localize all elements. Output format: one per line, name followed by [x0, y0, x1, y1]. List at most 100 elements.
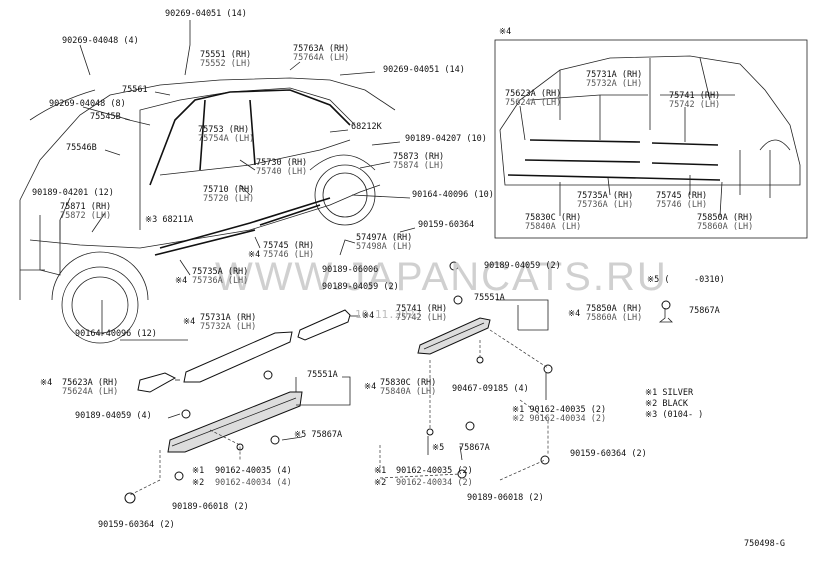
part-label: 75850A (RH) — [586, 304, 642, 314]
part-label: 75732A (LH) — [200, 322, 256, 332]
part-label: 75740 (LH) — [256, 167, 307, 177]
part-label: ※2 90162-40034 (2) — [512, 414, 606, 424]
part-label: 75731A (RH) — [586, 70, 642, 80]
part-label: 75545B — [90, 112, 121, 122]
part-label: 75753 (RH) — [198, 125, 249, 135]
part-label: ※2 — [192, 478, 204, 488]
part-label: 90189-06006 — [322, 265, 378, 275]
part-label: 90189-04059 (4) — [75, 411, 152, 421]
part-label: 75551A — [474, 293, 505, 303]
part-label: ※4 — [183, 317, 195, 327]
part-label: 75840A (LH) — [380, 387, 436, 397]
part-label: 90164-40096 (12) — [75, 329, 157, 339]
part-label: 75732A (LH) — [586, 79, 642, 89]
part-label: 75874 (LH) — [393, 161, 444, 171]
part-label: 75860A (LH) — [586, 313, 642, 323]
part-label: ※1 90162-40035 (2) — [512, 405, 606, 415]
part-label: 75867A — [459, 443, 490, 453]
part-label: 90189-04207 (10) — [405, 134, 487, 144]
part-label: 75764A (LH) — [293, 53, 349, 63]
part-label: ※4 — [248, 250, 260, 260]
part-label: 75746 (LH) — [656, 200, 707, 210]
part-label: 68212K — [351, 122, 383, 132]
part-label: 90189-04059 (2) — [322, 282, 399, 292]
part-label: ※4 — [568, 309, 580, 319]
part-label: 90269-04048 (4) — [62, 36, 139, 46]
timestamp: 10.11.2023 — [355, 308, 421, 321]
part-label: 90162-40034 (4) — [215, 478, 292, 488]
upper-leaders — [59, 20, 416, 276]
part-label: 75741 (RH) — [669, 91, 720, 101]
part-label: 75735A (RH) — [192, 267, 248, 277]
part-label: 57497A (RH) — [356, 233, 412, 243]
part-label: ※4 — [40, 378, 52, 388]
part-label: 90162-40035 (4) — [215, 466, 292, 476]
part-label: 75624A (LH) — [505, 98, 561, 108]
part-label: 75741 (RH) — [396, 304, 447, 314]
part-label: 75561 — [122, 85, 148, 95]
part-label: 75736A (LH) — [192, 276, 248, 286]
part-label: 75754A (LH) — [198, 134, 254, 144]
part-label: 75763A (RH) — [293, 44, 349, 54]
part-label: 90269-04051 (14) — [165, 9, 247, 19]
part-label: 90189-06018 (2) — [172, 502, 249, 512]
part-label: 75623A (RH) — [505, 89, 561, 99]
legend-callout5-range: -0310) — [694, 275, 725, 285]
part-label: ※4 — [499, 27, 511, 37]
part-label: 75731A (RH) — [200, 313, 256, 323]
part-label: 75551A — [307, 370, 338, 380]
part-label: 90467-09185 (4) — [452, 384, 529, 394]
part-label: 75546B — [66, 143, 97, 153]
legend-callout5: ※5 ( — [647, 275, 669, 285]
part-label: ※4 — [362, 311, 374, 321]
part-label: 75871 (RH) — [60, 202, 111, 212]
part-label: 90159-60364 (2) — [98, 520, 175, 530]
part-label: 75872 (LH) — [60, 211, 111, 221]
part-label: 90189-04201 (12) — [32, 188, 114, 198]
part-label: ※5 75867A — [294, 430, 342, 440]
legend-period: ※3 (0104- ) — [645, 410, 703, 420]
part-label: 75735A (RH) — [577, 191, 633, 201]
lower-parts — [101, 261, 673, 504]
part-label: 75730 (RH) — [256, 158, 307, 168]
part-label: 75623A (RH) — [62, 378, 118, 388]
part-label: 75873 (RH) — [393, 152, 444, 162]
part-label: ※5 — [432, 443, 444, 453]
part-label: 90159-60364 (2) — [570, 449, 647, 459]
part-label: 75860A (LH) — [697, 222, 753, 232]
part-label: 75742 (LH) — [669, 100, 720, 110]
part-label: 75552 (LH) — [200, 59, 251, 69]
part-label: 75745 (RH) — [263, 241, 314, 251]
part-label: 75624A (LH) — [62, 387, 118, 397]
legend-black: ※2 BLACK — [645, 399, 689, 409]
part-label: 75830C (RH) — [525, 213, 581, 223]
part-label: 90159-60364 — [418, 220, 474, 230]
part-label: 75746 (LH) — [263, 250, 314, 260]
part-label: 90269-04048 (8) — [49, 99, 126, 109]
part-label: 75720 (LH) — [203, 194, 254, 204]
legend-silver: ※1 SILVER — [645, 388, 694, 398]
part-label: 90189-06018 (2) — [467, 493, 544, 503]
diagram-code: 750498-G — [744, 539, 785, 549]
part-75623A — [137, 372, 177, 393]
part-label: 75742 (LH) — [396, 313, 447, 323]
part-label: 90269-04051 (14) — [383, 65, 465, 75]
inset-frame — [494, 39, 808, 239]
part-label: ※4 — [175, 276, 187, 286]
main-car-drawing — [19, 77, 396, 344]
part-label: 75840A (LH) — [525, 222, 581, 232]
part-label: 75867A — [689, 306, 720, 316]
part-label: ※1 — [192, 466, 204, 476]
part-label: 90164-40096 (10) — [412, 190, 494, 200]
part-label: 75710 (RH) — [203, 185, 254, 195]
part-label: 75830C (RH) — [380, 378, 436, 388]
part-label: 75745 (RH) — [656, 191, 707, 201]
inset-car-drawing — [499, 55, 801, 217]
part-label: 75551 (RH) — [200, 50, 251, 60]
part-label: ※2 — [374, 478, 386, 488]
part-label: 57498A (LH) — [356, 242, 412, 252]
part-label: 90162-40034 (2) — [396, 478, 473, 488]
